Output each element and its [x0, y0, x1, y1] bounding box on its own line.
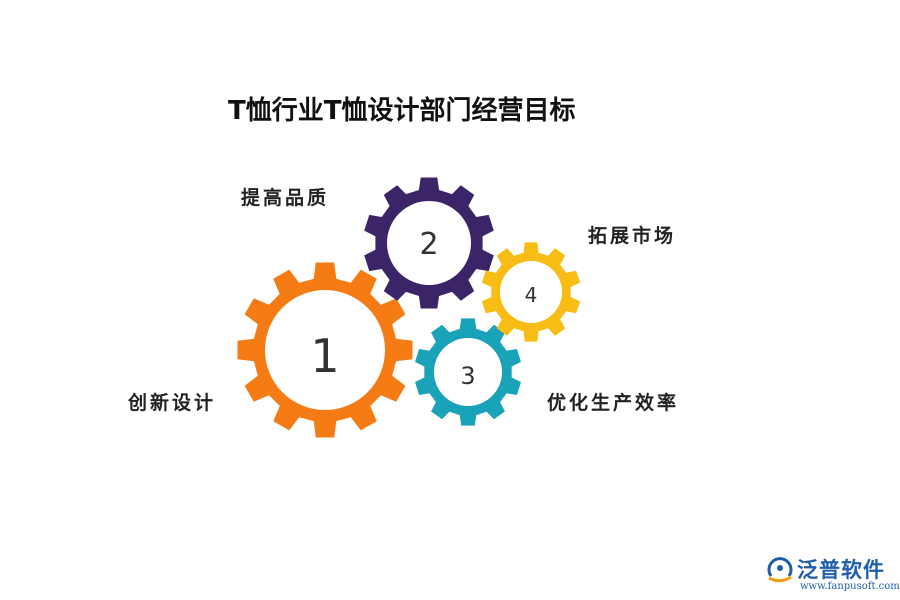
- gear-3-label: 优化生产效率: [547, 392, 680, 414]
- gear-1-shape: [237, 262, 413, 438]
- logo-name: 泛普软件: [797, 558, 885, 582]
- gear-3-shape: [415, 318, 521, 426]
- gear-2-number: 2: [419, 227, 438, 262]
- brand-logo: 泛普软件 www.fanpusoft.com: [765, 554, 900, 598]
- gear-2-shape: [364, 177, 494, 309]
- gear-1-number: 1: [310, 329, 339, 383]
- gear-3-number: 3: [460, 362, 475, 390]
- logo-url: www.fanpusoft.com: [800, 581, 900, 592]
- gear-4-shape: [481, 242, 581, 342]
- gear-1-label: 创新设计: [128, 392, 217, 414]
- logo-icon: [767, 557, 793, 583]
- gear-4-number: 4: [525, 283, 538, 307]
- gear-2-label: 提高品质: [241, 187, 330, 209]
- gear-4-label: 拓展市场: [588, 225, 677, 247]
- gear-2: 2: [364, 177, 494, 309]
- gear-3: 3: [415, 318, 521, 426]
- page-title: T恤行业T恤设计部门经营目标: [228, 96, 576, 126]
- gear-4: 4: [481, 242, 581, 342]
- gear-1: 1: [237, 262, 413, 438]
